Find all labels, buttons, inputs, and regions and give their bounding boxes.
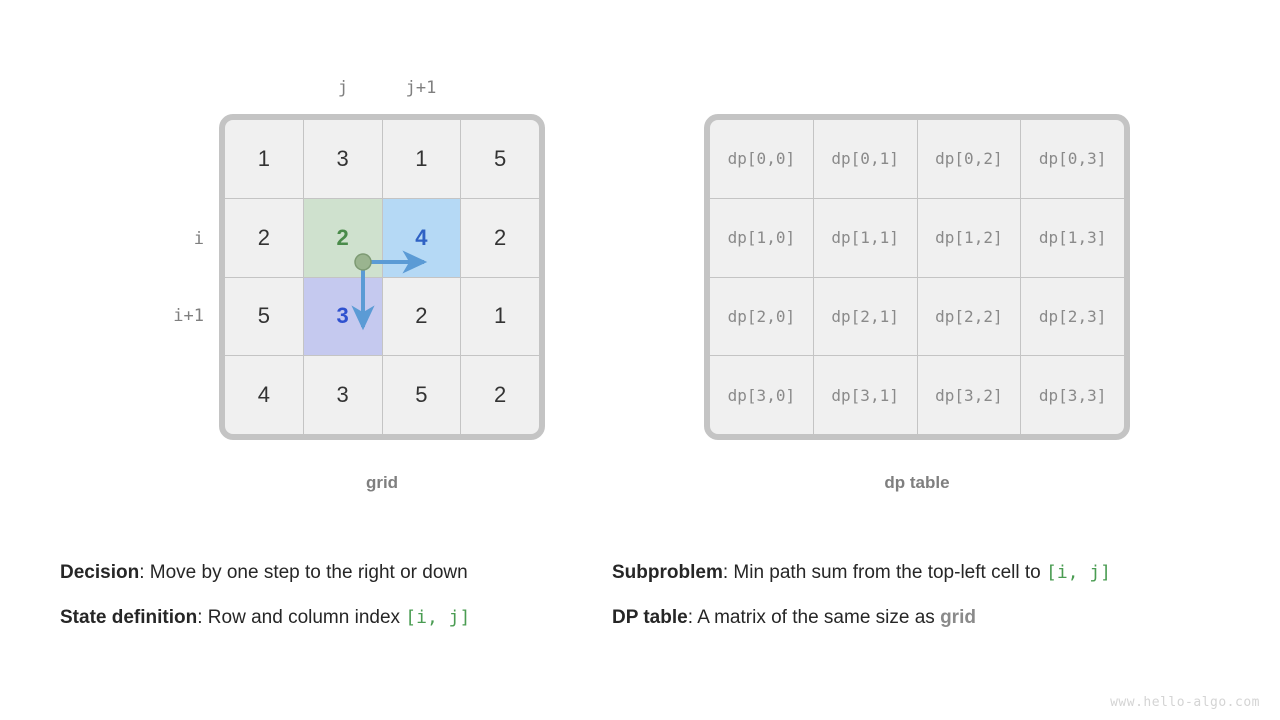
grid-cell[interactable]: 3 <box>303 356 382 434</box>
note-state-code: [i, j] <box>405 607 471 628</box>
note-state-sep: : <box>197 607 208 628</box>
note-subproblem: Subproblem: Min path sum from the top-le… <box>612 563 1111 582</box>
note-subproblem-sep: : <box>722 562 734 583</box>
grid-cell-down-move[interactable]: 3 <box>303 277 382 356</box>
grid-cell-value: 3 <box>336 145 349 171</box>
grid-cell[interactable]: 1 <box>461 277 539 356</box>
dp-cell[interactable]: dp[3,3] <box>1021 356 1124 434</box>
grid-cell-right-move[interactable]: 4 <box>382 198 461 277</box>
grid-cell-value: 3 <box>336 382 349 408</box>
grid-cell-value: 1 <box>494 303 507 329</box>
note-state-label: State definition <box>60 607 198 628</box>
grid-cell[interactable]: 5 <box>225 277 303 356</box>
grid-cell[interactable]: 2 <box>461 198 539 277</box>
dp-cell[interactable]: dp[0,3] <box>1021 120 1124 198</box>
grid-cell[interactable]: 1 <box>382 120 461 198</box>
row-label-i-plus-1: i+1 <box>173 306 204 326</box>
grid-cell-value: 3 <box>336 303 349 329</box>
grid-cell-value: 2 <box>415 303 428 329</box>
note-subproblem-label: Subproblem <box>612 562 723 583</box>
grid-cell[interactable]: 1 <box>225 120 303 198</box>
dp-cell[interactable]: dp[2,1] <box>813 277 917 356</box>
note-subproblem-code: [i, j] <box>1045 562 1112 583</box>
watermark: www.hello-algo.com <box>1110 695 1260 710</box>
dp-cell[interactable]: dp[0,1] <box>813 120 917 198</box>
dp-table-caption: dp table <box>884 473 950 492</box>
dp-cell[interactable]: dp[1,2] <box>917 198 1021 277</box>
note-decision-label: Decision <box>60 562 140 583</box>
grid-matrix: 1 3 1 5 2 2 4 2 5 3 2 1 4 3 5 2 <box>219 114 545 440</box>
grid-cell-value: 2 <box>336 224 349 250</box>
note-dp-table-sep: : <box>687 607 698 628</box>
note-dp-table-label: DP table <box>612 607 688 628</box>
column-label-j: j <box>337 78 349 98</box>
grid-cell-value: 5 <box>494 145 507 171</box>
note-subproblem-text: Min path sum from the top-left cell to <box>733 562 1046 583</box>
grid-cell[interactable]: 5 <box>382 356 461 434</box>
grid-caption: grid <box>365 473 399 492</box>
note-decision-sep: : <box>139 562 150 583</box>
grid-cell-value: 2 <box>494 382 507 408</box>
column-label-j-plus-1: j+1 <box>405 78 437 98</box>
dp-cell[interactable]: dp[2,2] <box>917 277 1021 356</box>
note-dp-table-text: A matrix of the same size as <box>697 607 941 628</box>
dp-cell[interactable]: dp[1,0] <box>710 198 813 277</box>
dp-cell[interactable]: dp[3,1] <box>813 356 917 434</box>
dp-cell[interactable]: dp[1,1] <box>813 198 917 277</box>
dp-matrix: dp[0,0] dp[0,1] dp[0,2] dp[0,3] dp[1,0] … <box>704 114 1130 440</box>
grid-cell[interactable]: 4 <box>225 356 303 434</box>
grid-cell-value: 2 <box>257 224 270 250</box>
grid-cell-value: 1 <box>257 145 270 171</box>
dp-cell[interactable]: dp[0,2] <box>917 120 1021 198</box>
grid-cell[interactable]: 3 <box>303 120 382 198</box>
dp-cell[interactable]: dp[1,3] <box>1021 198 1124 277</box>
note-decision: Decision: Move by one step to the right … <box>60 563 468 582</box>
dp-cell[interactable]: dp[3,2] <box>917 356 1021 434</box>
row-label-i: i <box>193 229 204 249</box>
grid-cell[interactable]: 2 <box>461 356 539 434</box>
dp-cell[interactable]: dp[2,3] <box>1021 277 1124 356</box>
grid-cell-value: 5 <box>415 382 428 408</box>
note-decision-text: Move by one step to the right or down <box>149 562 468 583</box>
grid-cell-value: 4 <box>257 382 270 408</box>
grid-cell-value: 2 <box>494 224 507 250</box>
grid-cell-current[interactable]: 2 <box>303 198 382 277</box>
grid-cell-value: 5 <box>257 303 270 329</box>
dp-cell[interactable]: dp[3,0] <box>710 356 813 434</box>
note-state-text: Row and column index <box>207 607 406 628</box>
grid-cell[interactable]: 2 <box>382 277 461 356</box>
note-dp-table-mono: grid <box>940 607 976 628</box>
grid-cell-value: 4 <box>415 224 428 250</box>
grid-cell-value: 1 <box>415 145 428 171</box>
grid-cell[interactable]: 5 <box>461 120 539 198</box>
dp-cell[interactable]: dp[2,0] <box>710 277 813 356</box>
grid-cell[interactable]: 2 <box>225 198 303 277</box>
note-state-definition: State definition: Row and column index [… <box>60 608 470 627</box>
note-dp-table: DP table: A matrix of the same size as g… <box>612 608 976 627</box>
dp-cell[interactable]: dp[0,0] <box>710 120 813 198</box>
